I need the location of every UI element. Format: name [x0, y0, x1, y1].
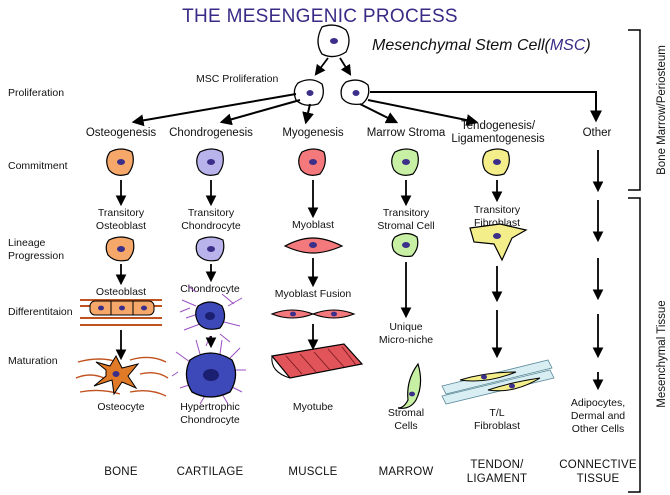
lineage-cell-bone [105, 236, 135, 262]
mature-label-cartilage: Hypertrophic Chondrocyte [180, 401, 240, 427]
commitment-cell-muscle [298, 148, 326, 176]
process-myogenesis: Myogenesis [282, 127, 344, 139]
commitment-cell-tendon [482, 148, 510, 176]
mature-label-bone: Osteocyte [97, 401, 145, 413]
commitment-arrows [115, 150, 604, 219]
stage-maturation: Maturation [8, 355, 58, 367]
lineage-cell-cartilage [195, 236, 225, 262]
process-tendogenesis-line-1: Tendogenesis/ [460, 120, 536, 132]
stage-commitment: Commitment [8, 160, 68, 172]
proliferation-cell-right [340, 79, 370, 106]
tissue-cartilage: CARTILAGE [176, 466, 244, 478]
tissue-connective-line-1: CONNECTIVE [559, 459, 637, 471]
lineage-cell-muscle [283, 237, 344, 254]
process-chondrogenesis: Chondrogenesis [169, 127, 253, 139]
diff-label-bone: Osteoblast [95, 286, 147, 298]
lineage-label-marrow-line-2: Stromal Cell [377, 220, 435, 232]
commitment-cell-cartilage [196, 148, 224, 176]
stage-lineage-line-2: Progression [8, 250, 65, 262]
mature-label-other: Adipocytes, Dermal and Other Cells [571, 397, 625, 436]
differentiation-myoblast-fusion [270, 309, 356, 319]
mature-label-tendon-line-1: T/L [489, 407, 505, 419]
arrows-msc-to-proliferation [314, 57, 352, 76]
lineage-label-bone-line-2: Osteoblast [95, 220, 147, 232]
mature-label-marrow-line-2: Cells [394, 420, 418, 432]
maturation-stromal-cell [397, 362, 422, 409]
tissue-tendon-line-1: TENDON/ [470, 459, 524, 471]
process-tendogenesis: Tendogenesis/ Ligamentogenesis [451, 120, 544, 146]
differentiation-arrows [115, 310, 604, 391]
page-title: THE MESENGENIC PROCESS [182, 6, 458, 27]
mature-label-tendon: T/L Fibroblast [474, 407, 520, 433]
mature-label-other-line-1: Adipocytes, [570, 397, 626, 409]
diff-label-muscle: Myoblast Fusion [274, 288, 352, 300]
stage-lineage: Lineage Progression [8, 237, 64, 263]
tissue-tendon-line-2: LIGAMENT [466, 473, 528, 485]
mature-label-cartilage-line-2: Chondrocyte [180, 414, 240, 426]
lineage-arrows [115, 200, 604, 319]
maturation-myotube [270, 343, 364, 379]
lineage-label-marrow-line-1: Transitory [382, 207, 430, 219]
maturation-osteocyte [75, 354, 169, 397]
lineage-label-cartilage-line-2: Chondrocyte [181, 220, 241, 232]
lineage-label-bone: Transitory Osteoblast [96, 207, 146, 233]
tissue-connective-line-2: TISSUE [576, 473, 620, 485]
lineage-cell-marrow [391, 232, 419, 258]
lineage-label-tendon-line-1: Transitory [473, 204, 521, 216]
lineage-label-cartilage: Transitory Chondrocyte [181, 207, 241, 233]
lineage-label-cartilage-line-1: Transitory [187, 207, 235, 219]
maturation-tl-fibroblast [441, 359, 555, 405]
differentiation-chondrocyte [179, 285, 243, 347]
proliferation-cell-left [293, 79, 324, 106]
process-marrow-stroma: Marrow Stroma [366, 127, 446, 139]
diff-label-marrow: Unique Micro-niche [379, 321, 433, 347]
process-osteogenesis: Osteogenesis [85, 127, 157, 139]
commitment-cell-bone [106, 148, 134, 176]
mature-label-other-line-3: Other Cells [571, 423, 625, 435]
diff-label-marrow-line-1: Unique [389, 321, 423, 333]
diff-label-cartilage: Chondrocyte [180, 283, 240, 295]
tissue-muscle: MUSCLE [288, 466, 338, 478]
fanout-arrows [131, 91, 602, 127]
side-brackets [628, 29, 641, 493]
diff-label-marrow-line-2: Micro-niche [378, 334, 434, 346]
lineage-label-bone-line-1: Transitory [97, 207, 145, 219]
process-tendogenesis-line-2: Ligamentogenesis [451, 133, 545, 145]
msc-label-main: Mesenchymal Stem Cell( [372, 37, 550, 54]
stage-differentiation: Differentitaion [8, 306, 73, 318]
lineage-label-marrow: Transitory Stromal Cell [377, 207, 434, 233]
tissue-connective: CONNECTIVE TISSUE [559, 458, 636, 486]
mature-label-tendon-line-2: Fibroblast [473, 420, 521, 432]
process-other: Other [582, 127, 612, 139]
mature-label-other-line-2: Dermal and [570, 410, 626, 422]
tissue-marrow: MARROW [378, 466, 434, 478]
commitment-cell-marrow [391, 148, 419, 176]
stage-proliferation: Proliferation [8, 87, 65, 99]
msc-label-abbr: MSC [549, 37, 586, 54]
tissue-tendon: TENDON/ LIGAMENT [467, 458, 527, 486]
lineage-cell-tendon [469, 223, 528, 262]
msc-proliferation-label: MSC Proliferation [196, 73, 279, 85]
mature-label-muscle: Myotube [292, 401, 334, 413]
stage-lineage-line-1: Lineage [8, 237, 46, 249]
maturation-hypertrophic-chondrocyte [171, 339, 246, 405]
lineage-label-muscle: Myoblast [291, 219, 335, 231]
msc-label: Mesenchymal Stem Cell(MSC) [372, 37, 591, 55]
tissue-bone: BONE [104, 466, 138, 478]
msc-cell [317, 24, 350, 58]
mature-label-cartilage-line-1: Hypertrophic [180, 401, 240, 413]
mature-label-marrow: Stromal Cells [388, 407, 424, 433]
msc-label-close: ) [585, 37, 591, 54]
differentiation-bone-layer [80, 299, 162, 326]
mature-label-marrow-line-1: Stromal [387, 407, 425, 419]
